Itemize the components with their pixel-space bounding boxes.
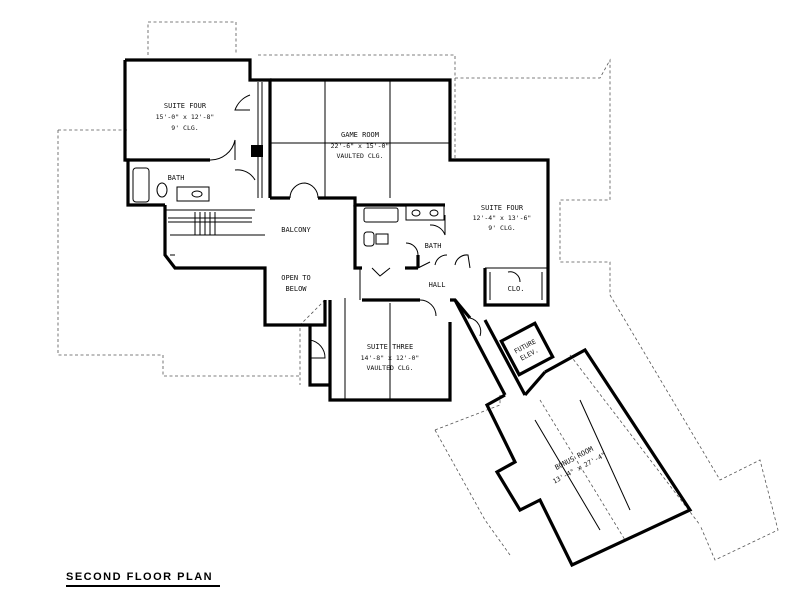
- open-to-below-line2: BELOW: [285, 285, 307, 293]
- suite-four-b-name: SUITE FOUR: [481, 204, 524, 212]
- suite-four-a-ceiling: 9' CLG.: [171, 124, 198, 132]
- plan-title-underline: [66, 585, 220, 587]
- bath-a-label: BATH: [168, 174, 185, 182]
- suite-three-ceiling: VAULTED CLG.: [367, 364, 414, 372]
- suite-four-a-name: SUITE FOUR: [164, 102, 207, 110]
- game-room-dims: 22'-6" x 15'-0": [331, 142, 390, 150]
- closet-label: CLO.: [508, 285, 525, 293]
- plan-title: SECOND FLOOR PLAN: [66, 571, 214, 583]
- suite-four-b-dims: 12'-4" x 13'-6": [473, 214, 532, 222]
- roof-outline: [57, 21, 779, 561]
- suite-four-a-dims: 15'-0" x 12'-8": [156, 113, 215, 121]
- balcony-label: BALCONY: [281, 226, 311, 234]
- suite-three-name: SUITE THREE: [367, 343, 413, 351]
- suite-three-dims: 14'-8" x 12'-0": [361, 354, 420, 362]
- interior-detail: [165, 80, 631, 531]
- hall-label: HALL: [429, 281, 446, 289]
- game-room-name: GAME ROOM: [341, 131, 379, 139]
- bath-b-label: BATH: [425, 242, 442, 250]
- game-room-ceiling: VAULTED CLG.: [337, 152, 384, 160]
- suite-four-b-ceiling: 9' CLG.: [488, 224, 515, 232]
- bath-fixtures: [132, 167, 445, 247]
- open-to-below-line1: OPEN TO: [281, 274, 311, 282]
- exterior-walls: [123, 58, 693, 568]
